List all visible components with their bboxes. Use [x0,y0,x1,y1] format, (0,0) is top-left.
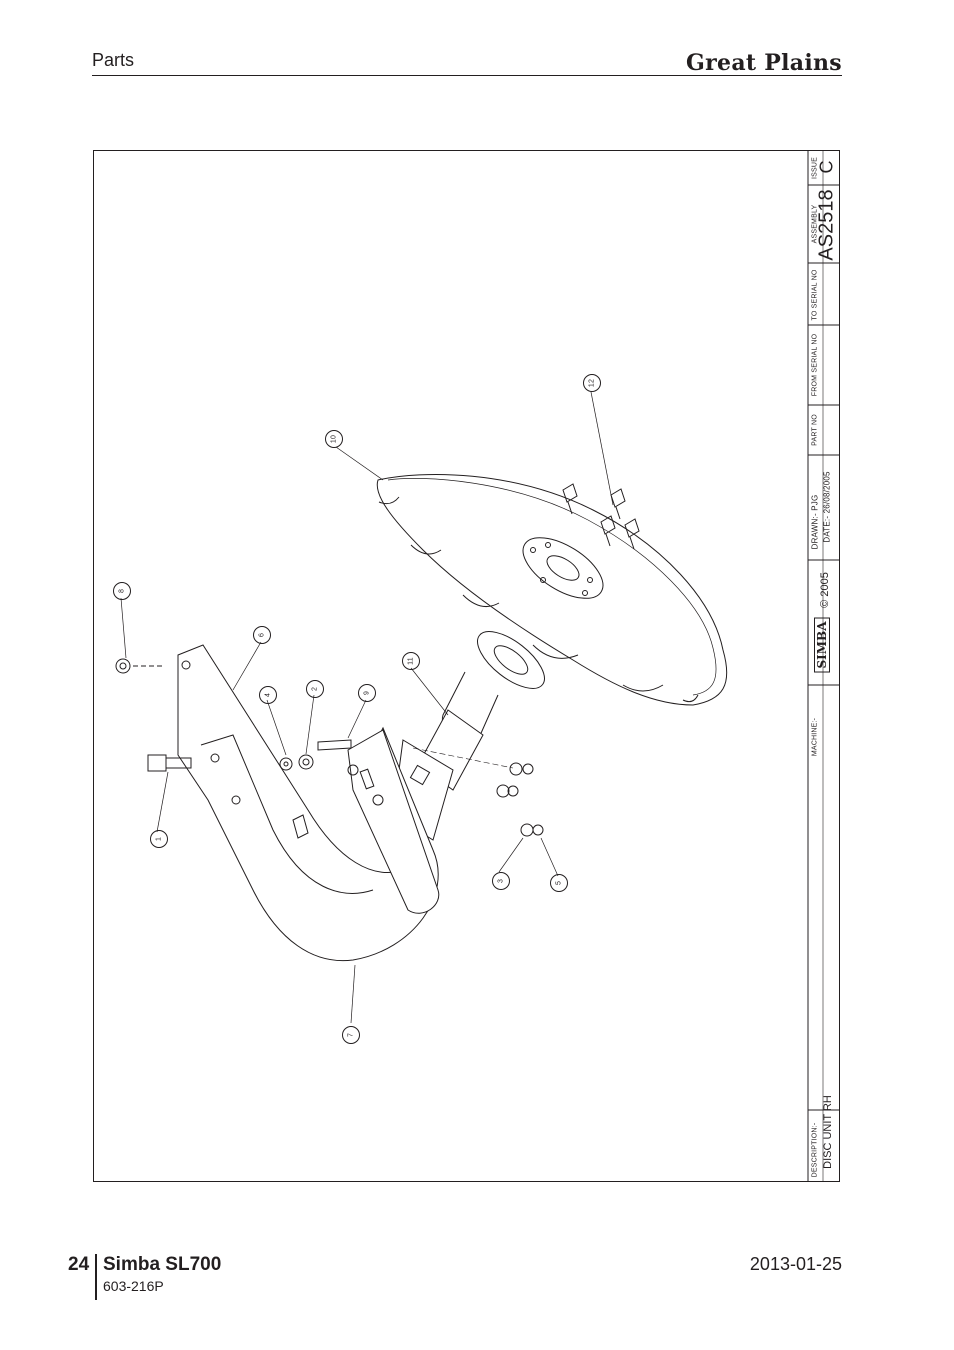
callout-12: 12 [583,374,601,392]
callout-7: 7 [342,1026,360,1044]
callout-6: 6 [253,626,271,644]
callout-9: 9 [358,684,376,702]
simba-logo: SIMBA [814,617,830,673]
copyright: © 2005 [819,572,831,608]
callout-10: 10 [325,430,343,448]
to-serial-label: TO SERIAL NO [811,269,819,321]
mounting-plate [347,729,440,914]
header-rule [92,75,842,76]
from-serial-label: FROM SERIAL NO [811,333,819,397]
disc-bolts [562,483,640,550]
drawn-by: DRAWN:- PJG [810,494,820,550]
assembly-value: AS2518 [815,189,838,261]
callout-1: 1 [150,830,168,848]
publication-date: 2013-01-25 [749,1254,842,1274]
part-no-label: PART NO [811,414,819,446]
disc-blade [376,473,728,706]
drawing-date: DATE:- 26/08/2005 [822,471,832,543]
section-label: Parts [92,50,135,70]
drawing-frame [93,150,840,1182]
brand-logo: Great Plains [686,50,842,76]
fasteners [115,658,544,837]
description-value: DISC UNIT RH [822,1095,834,1169]
callout-8: 8 [113,582,131,600]
description-label: DESCRIPTION:- [811,1122,819,1178]
machine-label: MACHINE:- [811,717,819,757]
callout-5: 5 [550,874,568,892]
callout-4: 4 [259,686,277,704]
callout-leaders [120,391,614,1024]
manual-title: Simba SL700 [103,1254,222,1275]
page-number: 24 [68,1254,90,1275]
footer-divider [95,1254,97,1300]
callout-3: 3 [492,872,510,890]
exploded-parts-drawing [115,150,840,1182]
title-block-lines [807,150,840,1182]
callout-11: 11 [402,652,420,670]
manual-code: 603-216P [103,1278,164,1294]
issue-value: C [816,160,837,174]
callout-2: 2 [306,680,324,698]
